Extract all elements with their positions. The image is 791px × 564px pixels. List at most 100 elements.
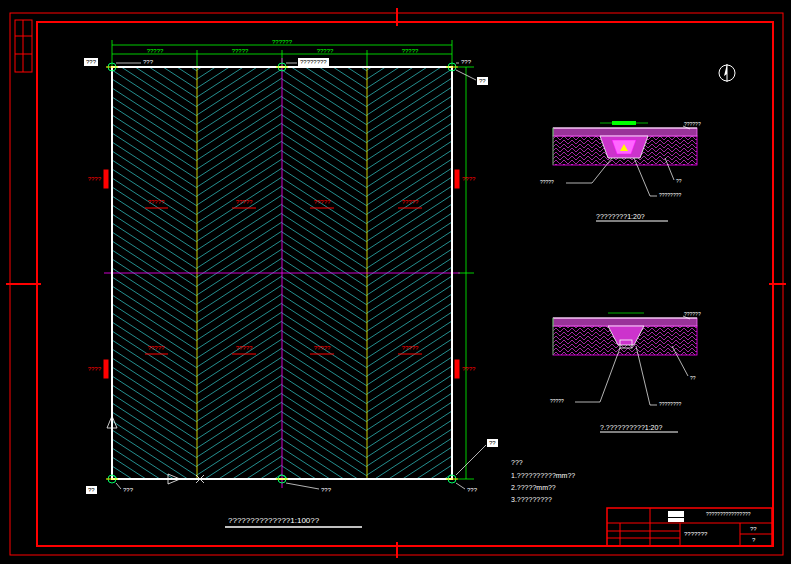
drawing-label: ????? (550, 399, 564, 404)
roof-slope-hatch (197, 78, 282, 133)
drawing-label: 2.?????mm?? (511, 484, 556, 491)
roof-slope-hatch (367, 132, 452, 187)
roof-slope-hatch (112, 250, 197, 305)
drawing-label: ???? (462, 176, 475, 182)
roof-slope-hatch (367, 177, 452, 232)
roof-slope-hatch (197, 204, 282, 259)
drawing-label: ???????? (659, 402, 681, 407)
roof-slope-hatch (197, 267, 282, 322)
roof-slope-hatch (367, 96, 452, 151)
roof-slope-hatch (282, 286, 367, 341)
roof-slope-hatch (197, 447, 282, 479)
roof-slope-hatch (197, 87, 282, 142)
roof-slope-hatch (367, 67, 452, 115)
roof-slope-hatch (112, 367, 197, 422)
roof-slope-hatch (112, 376, 197, 431)
roof-slope-hatch (282, 430, 367, 479)
drawing-label: ????? (147, 48, 164, 54)
drawing-label: ????? (314, 199, 331, 205)
roof-slope-hatch (112, 169, 197, 224)
roof-slope-hatch (197, 348, 282, 403)
roof-slope-hatch (367, 294, 452, 349)
roof-slope-hatch (282, 295, 367, 350)
roof-slope-hatch (197, 303, 282, 358)
roof-slope-hatch (112, 403, 197, 458)
roof-slope-hatch (282, 466, 367, 479)
roof-slope-hatch (112, 277, 197, 332)
roof-slope-hatch (282, 151, 367, 206)
roof-slope-hatch (197, 105, 282, 160)
roof-slope-hatch (282, 205, 367, 260)
roof-slope-hatch (282, 376, 367, 431)
roof-slope-hatch (197, 69, 282, 124)
roof-slope-hatch (367, 312, 452, 367)
roof-slope-hatch (197, 186, 282, 241)
roof-slope-hatch (197, 429, 282, 479)
roof-slope-hatch (367, 411, 452, 466)
roof-slope-hatch (112, 142, 197, 197)
roof-slope-hatch (367, 276, 452, 331)
drawing-label: ????? (402, 199, 419, 205)
drawing-title: ??????????????1:100?? (228, 517, 319, 525)
drawing-label: ???????? (298, 58, 329, 66)
roof-slope-hatch (282, 196, 367, 251)
roof-slope-hatch (112, 223, 197, 278)
roof-slope-hatch (112, 466, 197, 479)
roof-slope-hatch (112, 286, 197, 341)
roof-slope-hatch (197, 294, 282, 349)
roof-slope-hatch (197, 420, 282, 475)
roof-slope-hatch (367, 87, 452, 142)
drawing-label: ????? (402, 48, 419, 54)
roof-slope-hatch (197, 375, 282, 430)
roof-slope-hatch (112, 394, 197, 449)
roof-slope-hatch (112, 214, 197, 269)
roof-slope-hatch (197, 339, 282, 394)
roof-slope-hatch (112, 151, 197, 206)
drawing-label: ???????? (659, 193, 681, 198)
roof-slope-hatch (197, 402, 282, 457)
roof-slope-hatch (367, 249, 452, 304)
drawing-label: ?? (487, 439, 498, 447)
roof-slope-hatch (367, 258, 452, 313)
roof-slope-hatch (197, 366, 282, 421)
drawing-label: ????? (317, 48, 334, 54)
roof-slope-hatch (367, 429, 452, 479)
roof-slope-hatch (197, 411, 282, 466)
drawing-label: ????? (314, 345, 331, 351)
roof-slope-hatch (367, 240, 452, 295)
drawing-label: ?????? (272, 39, 292, 45)
drawing-label: 3.????????? (511, 496, 552, 503)
roof-slope-hatch (282, 358, 367, 413)
drawing-label: ????? (540, 180, 554, 185)
drawing-label: 1.??????????mm?? (511, 472, 575, 479)
drawing-label: ????? (236, 199, 253, 205)
drawing-label: ????? (148, 345, 165, 351)
roof-slope-hatch (112, 115, 197, 170)
roof-slope-hatch (367, 339, 452, 394)
drawing-label: ?? (86, 486, 97, 494)
roof-slope-hatch (282, 439, 367, 479)
roof-slope-hatch (367, 420, 452, 475)
roof-slope-hatch (367, 204, 452, 259)
roof-slope-hatch (367, 321, 452, 376)
drawing-label: ??? (321, 487, 331, 493)
roof-slope-hatch (282, 385, 367, 440)
roof-slope-hatch (112, 295, 197, 350)
drawing-label: ??? (511, 459, 523, 466)
roof-slope-hatch (197, 249, 282, 304)
roof-slope-hatch (367, 375, 452, 430)
roof-slope-hatch (112, 439, 197, 479)
roof-slope-hatch (367, 285, 452, 340)
roof-slope-hatch (282, 349, 367, 404)
roof-slope-hatch (112, 106, 197, 161)
drawing-label: ??? (123, 487, 133, 493)
roof-slope-hatch (282, 106, 367, 161)
roof-slope-hatch (367, 456, 452, 479)
roof-slope-hatch (367, 447, 452, 479)
roof-slope-hatch (282, 178, 367, 233)
roof-slope-hatch (197, 150, 282, 205)
roof-slope-hatch (112, 322, 197, 377)
roof-slope-hatch (112, 268, 197, 323)
roof-slope-hatch (367, 186, 452, 241)
